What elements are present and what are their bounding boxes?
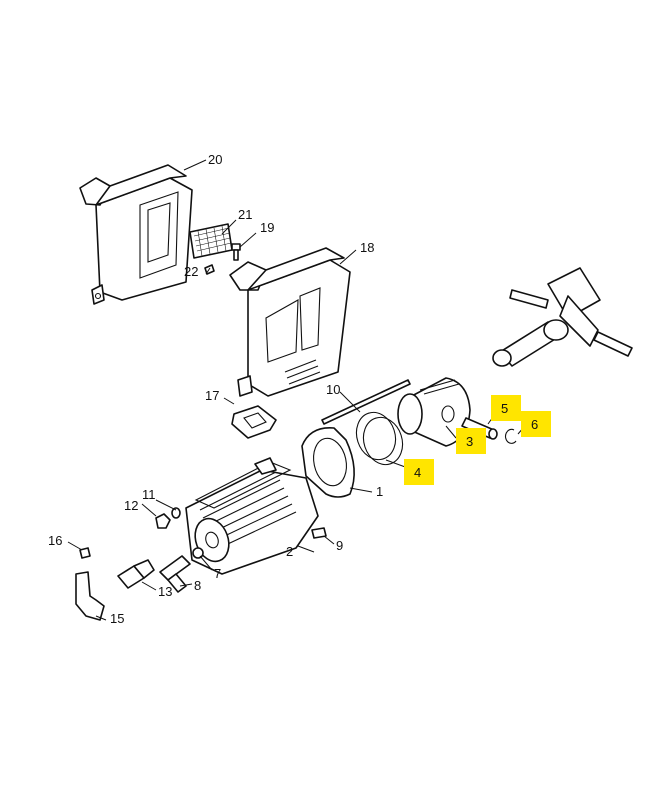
label-part-22: 22: [184, 264, 198, 279]
label-part-11: 11: [142, 487, 156, 502]
cylinder-part-2: [185, 457, 319, 575]
circlip-part-6: [504, 428, 517, 444]
label-part-13: 13: [158, 584, 172, 599]
label-part-21: 21: [238, 207, 252, 222]
label-part-19: 19: [260, 220, 274, 235]
highlight-part-4: [404, 459, 434, 485]
valve-part-7: [192, 547, 204, 559]
label-part-12: 12: [124, 498, 138, 513]
label-part-2: 2: [286, 544, 293, 559]
label-part-16: 16: [48, 533, 62, 548]
label-part-8: 8: [194, 578, 201, 593]
nut-part-12: [155, 513, 171, 529]
highlight-part-3: [456, 428, 486, 454]
callout-labels: 20 21 19 22 18 17 10 5 6 3 4 1 11 12 2 9…: [48, 152, 538, 626]
rod-part-10: [321, 379, 411, 425]
highlight-part-5: [491, 395, 521, 421]
clip-part-16: [79, 547, 91, 559]
screw-part-19: [231, 243, 241, 261]
label-part-5: 5: [501, 401, 508, 416]
label-part-17: 17: [205, 388, 219, 403]
label-part-20: 20: [208, 152, 222, 167]
muffler-gasket-part-17: [231, 405, 277, 439]
muffler-part-18: [229, 247, 351, 397]
highlight-markers: [404, 395, 551, 485]
piston-part-3: [397, 377, 471, 447]
label-part-3: 3: [466, 434, 473, 449]
spark-plug-boot-part-15: [75, 571, 105, 621]
spark-arrestor-screen-part-21: [189, 223, 233, 259]
spark-plug-part-13: [117, 559, 155, 589]
crankshaft: [492, 267, 633, 367]
cylinder-gasket-part-1: [301, 427, 355, 498]
label-part-10: 10: [326, 382, 340, 397]
label-part-4: 4: [414, 465, 421, 480]
washer-part-11: [171, 507, 181, 519]
label-part-7: 7: [214, 566, 221, 581]
label-part-15: 15: [110, 611, 124, 626]
highlight-part-6: [521, 411, 551, 437]
piston-rings-part-4: [355, 411, 404, 466]
label-part-1: 1: [376, 484, 383, 499]
muffler-housing-part-20: [79, 164, 193, 305]
screw-part-9: [311, 527, 327, 539]
spark-plug-part-8: [159, 555, 191, 593]
label-part-18: 18: [360, 240, 374, 255]
label-part-9: 9: [336, 538, 343, 553]
label-part-6: 6: [531, 417, 538, 432]
